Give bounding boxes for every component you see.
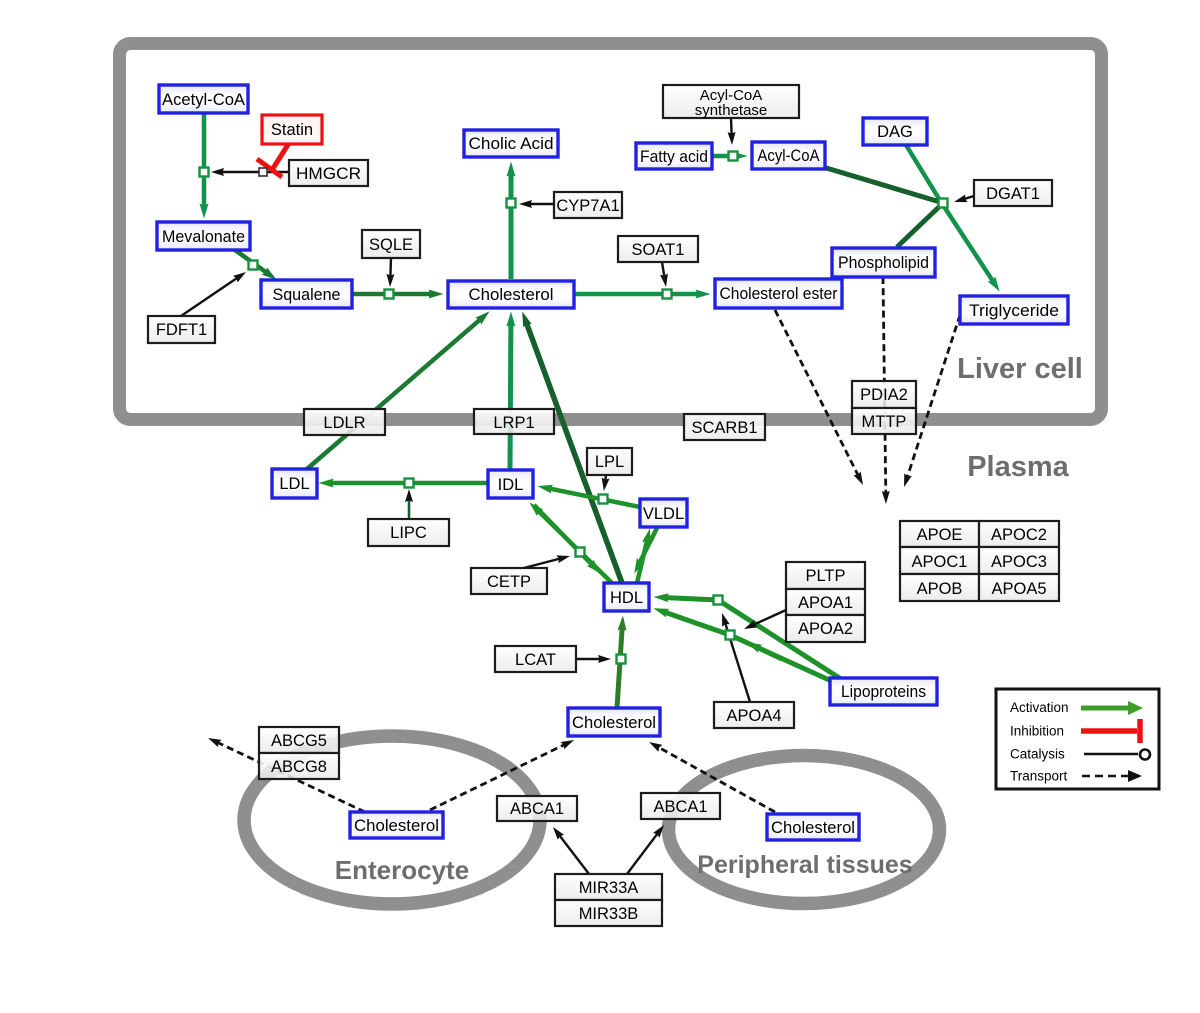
svg-text:ABCG5: ABCG5 bbox=[271, 732, 327, 750]
svg-text:CYP7A1: CYP7A1 bbox=[556, 197, 619, 215]
svg-text:Acyl-CoA: Acyl-CoA bbox=[700, 87, 763, 104]
svg-text:ABCA1: ABCA1 bbox=[510, 800, 564, 818]
svg-text:APOB: APOB bbox=[917, 580, 963, 598]
svg-text:Cholesterol: Cholesterol bbox=[771, 819, 855, 837]
svg-text:APOA5: APOA5 bbox=[991, 580, 1046, 598]
svg-text:Fatty acid: Fatty acid bbox=[640, 148, 708, 166]
svg-text:IDL: IDL bbox=[498, 476, 524, 494]
svg-text:SOAT1: SOAT1 bbox=[632, 241, 685, 259]
svg-text:APOA2: APOA2 bbox=[798, 620, 853, 638]
svg-text:Triglyceride: Triglyceride bbox=[969, 302, 1059, 320]
svg-text:Inhibition: Inhibition bbox=[1010, 724, 1064, 739]
svg-text:CETP: CETP bbox=[487, 573, 531, 591]
svg-text:HDL: HDL bbox=[610, 589, 643, 607]
svg-text:SQLE: SQLE bbox=[369, 236, 413, 254]
svg-text:synthetase: synthetase bbox=[695, 102, 768, 119]
svg-text:Plasma: Plasma bbox=[967, 451, 1069, 483]
svg-text:VLDL: VLDL bbox=[643, 505, 684, 523]
svg-text:Mevalonate: Mevalonate bbox=[162, 228, 245, 246]
svg-text:ABCA1: ABCA1 bbox=[653, 798, 707, 816]
svg-text:Cholic Acid: Cholic Acid bbox=[469, 135, 554, 153]
svg-text:LDL: LDL bbox=[279, 475, 309, 493]
svg-text:DGAT1: DGAT1 bbox=[986, 185, 1040, 203]
svg-text:Enterocyte: Enterocyte bbox=[335, 855, 469, 885]
svg-text:PDIA2: PDIA2 bbox=[860, 386, 908, 404]
svg-text:Cholesterol: Cholesterol bbox=[572, 714, 656, 732]
svg-text:ABCG8: ABCG8 bbox=[271, 758, 327, 776]
svg-text:Acyl-CoA: Acyl-CoA bbox=[758, 147, 820, 165]
svg-text:Acetyl-CoA: Acetyl-CoA bbox=[162, 91, 245, 109]
svg-text:Phospholipid: Phospholipid bbox=[838, 254, 929, 272]
svg-text:MIR33A: MIR33A bbox=[579, 879, 639, 897]
svg-text:APOE: APOE bbox=[917, 526, 963, 544]
svg-text:Squalene: Squalene bbox=[273, 286, 341, 304]
svg-text:APOC2: APOC2 bbox=[991, 526, 1047, 544]
svg-text:APOC3: APOC3 bbox=[991, 553, 1047, 571]
svg-text:APOC1: APOC1 bbox=[912, 553, 968, 571]
svg-text:Cholesterol: Cholesterol bbox=[354, 817, 439, 835]
svg-text:MTTP: MTTP bbox=[862, 413, 907, 431]
svg-text:Liver cell: Liver cell bbox=[957, 353, 1083, 385]
svg-text:Statin: Statin bbox=[271, 121, 313, 139]
svg-text:LPL: LPL bbox=[595, 453, 624, 471]
svg-text:APOA4: APOA4 bbox=[726, 707, 781, 725]
svg-text:DAG: DAG bbox=[877, 123, 913, 141]
svg-text:Activation: Activation bbox=[1010, 700, 1069, 715]
svg-text:PLTP: PLTP bbox=[805, 567, 845, 585]
svg-text:Cholesterol ester: Cholesterol ester bbox=[720, 285, 838, 303]
svg-text:SCARB1: SCARB1 bbox=[691, 419, 757, 437]
svg-text:Cholesterol: Cholesterol bbox=[469, 286, 554, 304]
svg-text:LIPC: LIPC bbox=[390, 524, 427, 542]
svg-text:APOA1: APOA1 bbox=[798, 594, 853, 612]
svg-text:LCAT: LCAT bbox=[515, 651, 556, 669]
svg-text:HMGCR: HMGCR bbox=[296, 165, 361, 183]
svg-text:LRP1: LRP1 bbox=[493, 414, 534, 432]
svg-text:Transport: Transport bbox=[1010, 769, 1068, 784]
svg-text:Peripheral tissues: Peripheral tissues bbox=[697, 851, 912, 879]
svg-text:Catalysis: Catalysis bbox=[1010, 747, 1065, 762]
svg-text:MIR33B: MIR33B bbox=[579, 905, 639, 923]
svg-text:LDLR: LDLR bbox=[323, 414, 365, 432]
svg-text:Lipoproteins: Lipoproteins bbox=[841, 683, 926, 701]
svg-text:FDFT1: FDFT1 bbox=[156, 321, 207, 339]
